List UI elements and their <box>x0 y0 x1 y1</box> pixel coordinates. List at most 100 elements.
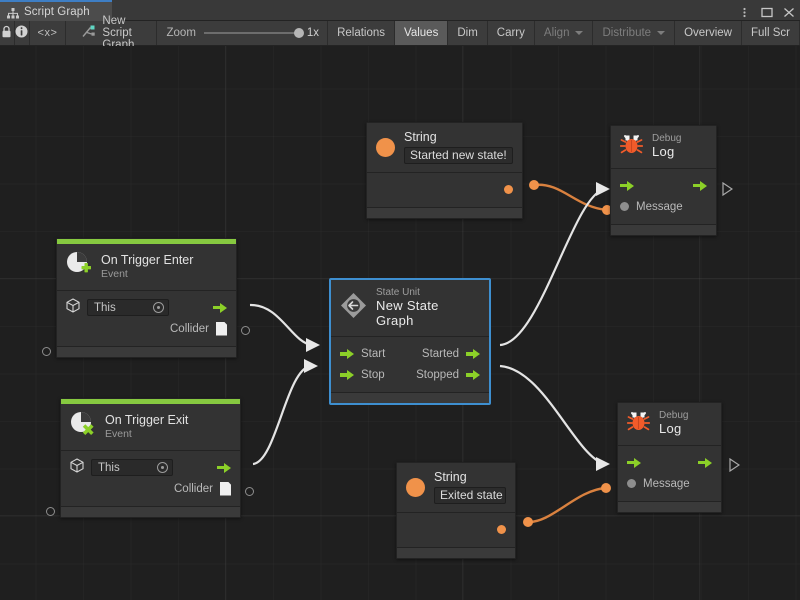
node-header: String Started new state! <box>367 123 522 174</box>
stopped-output-port[interactable] <box>466 369 480 380</box>
kebab-menu-icon[interactable] <box>739 5 750 18</box>
info-icon <box>15 25 28 41</box>
toolbar-button-distribute[interactable]: Distribute <box>593 21 676 45</box>
zoom-slider[interactable] <box>203 28 304 38</box>
node-footer <box>61 506 240 517</box>
target-object-field[interactable]: This <box>87 299 169 316</box>
chevron-down-icon <box>575 31 584 35</box>
started-output-port[interactable] <box>466 348 480 359</box>
bug-icon <box>626 410 651 437</box>
port-row-collider: Collider <box>66 318 227 339</box>
port-row-target: This <box>66 297 227 318</box>
node-on-trigger-exit[interactable]: On Trigger Exit Event This <box>60 398 241 518</box>
maximize-icon[interactable] <box>761 5 773 18</box>
message-input-port[interactable] <box>620 202 629 211</box>
node-footer <box>57 346 236 357</box>
node-footer <box>367 207 522 219</box>
node-title: Log <box>659 421 682 437</box>
flow-output-connector-top[interactable] <box>722 181 734 197</box>
toolbar-button-carry[interactable]: Carry <box>488 21 535 45</box>
flow-output-port[interactable] <box>693 180 707 191</box>
node-subtitle: Debug <box>652 133 682 145</box>
node-title: On Trigger Exit <box>105 412 189 427</box>
target-input-connector-enter[interactable] <box>42 347 51 356</box>
node-subtitle: Event <box>105 427 132 440</box>
node-string-bottom[interactable]: String Exited state <box>396 462 516 560</box>
object-picker-icon[interactable] <box>157 462 168 473</box>
toolbar-button-dim[interactable]: Dim <box>448 21 488 45</box>
port-label: Stop <box>361 368 385 381</box>
string-value-icon <box>376 137 395 157</box>
zoom-slider-handle[interactable] <box>293 28 304 38</box>
flow-output-port[interactable] <box>213 302 227 313</box>
node-subtitle: Event <box>101 267 128 280</box>
script-graph-icon <box>82 25 96 41</box>
graph-canvas[interactable]: String Started new state! <box>0 46 800 600</box>
bug-icon <box>619 133 644 160</box>
port-label: Collider <box>174 482 213 495</box>
node-debug-log-bottom[interactable]: Debug Log Message <box>617 402 722 513</box>
info-button[interactable] <box>15 21 30 45</box>
node-header: On Trigger Exit Event <box>61 404 240 451</box>
tab-label: Script Graph <box>24 5 90 18</box>
toolbar-button-relations[interactable]: Relations <box>328 21 396 45</box>
toolbar-button-label: Dim <box>457 27 478 39</box>
event-exit-icon <box>70 411 96 442</box>
flow-input-port[interactable] <box>620 180 634 191</box>
zoom-label: Zoom <box>166 27 196 39</box>
collider-doc-icon[interactable] <box>220 481 231 496</box>
node-header: State Unit New State Graph <box>331 280 489 338</box>
target-object-field[interactable]: This <box>91 459 173 476</box>
string-value-input[interactable]: Started new state! <box>404 147 513 165</box>
object-picker-icon[interactable] <box>153 302 164 313</box>
target-value: This <box>94 301 116 314</box>
flow-output-port[interactable] <box>217 462 231 473</box>
stop-input-port[interactable] <box>340 369 354 380</box>
chevron-down-icon <box>657 31 666 35</box>
flow-output-port[interactable] <box>698 457 712 468</box>
node-body: This Collider <box>61 451 240 506</box>
port-row-start: Start Started <box>340 343 480 364</box>
node-debug-log-top[interactable]: Debug Log Message <box>610 125 717 236</box>
node-title: New State Graph <box>376 298 439 328</box>
collider-output-connector-enter[interactable] <box>241 326 250 335</box>
node-state-unit[interactable]: State Unit New State Graph Start Started <box>330 279 490 405</box>
node-body: This Collider <box>57 291 236 346</box>
graph-name-field[interactable]: New Script Graph <box>70 15 157 51</box>
message-input-port[interactable] <box>627 479 636 488</box>
string-output-port[interactable] <box>497 525 506 535</box>
node-on-trigger-enter[interactable]: On Trigger Enter Event This <box>56 238 237 358</box>
node-header: On Trigger Enter Event <box>57 244 236 291</box>
node-footer <box>618 501 721 512</box>
port-row-flow <box>620 175 707 196</box>
flow-input-port[interactable] <box>627 457 641 468</box>
port-label: Collider <box>170 322 209 335</box>
code-view-button[interactable]: <x> <box>30 21 67 45</box>
gameobject-cube-icon <box>70 457 84 478</box>
zoom-control[interactable]: Zoom 1x <box>157 21 329 45</box>
string-output-port[interactable] <box>504 185 513 195</box>
node-header: String Exited state <box>397 463 515 514</box>
start-input-port[interactable] <box>340 348 354 359</box>
close-icon[interactable] <box>783 5 794 17</box>
node-string-top[interactable]: String Started new state! <box>366 122 523 220</box>
string-value-icon <box>406 477 425 497</box>
target-value: This <box>98 461 120 474</box>
toolbar-button-values[interactable]: Values <box>395 21 449 45</box>
port-row-target: This <box>70 457 231 478</box>
tab-script-graph[interactable]: Script Graph <box>0 0 112 21</box>
node-title: String <box>434 470 467 484</box>
collider-output-connector-exit[interactable] <box>245 487 254 496</box>
toolbar-button-fullscreen[interactable]: Full Scr <box>742 21 800 45</box>
target-input-connector-exit[interactable] <box>46 507 55 516</box>
flow-output-connector-bottom[interactable] <box>729 457 741 473</box>
graph-hierarchy-icon <box>7 6 19 19</box>
lock-button[interactable] <box>0 21 15 45</box>
toolbar-button-align[interactable]: Align <box>535 21 594 45</box>
collider-doc-icon[interactable] <box>216 321 227 336</box>
toolbar-button-overview[interactable]: Overview <box>675 21 742 45</box>
node-title: Log <box>652 144 675 160</box>
node-body: Message <box>618 446 721 501</box>
node-accent-bar <box>57 239 236 244</box>
string-value-input[interactable]: Exited state <box>434 487 506 505</box>
